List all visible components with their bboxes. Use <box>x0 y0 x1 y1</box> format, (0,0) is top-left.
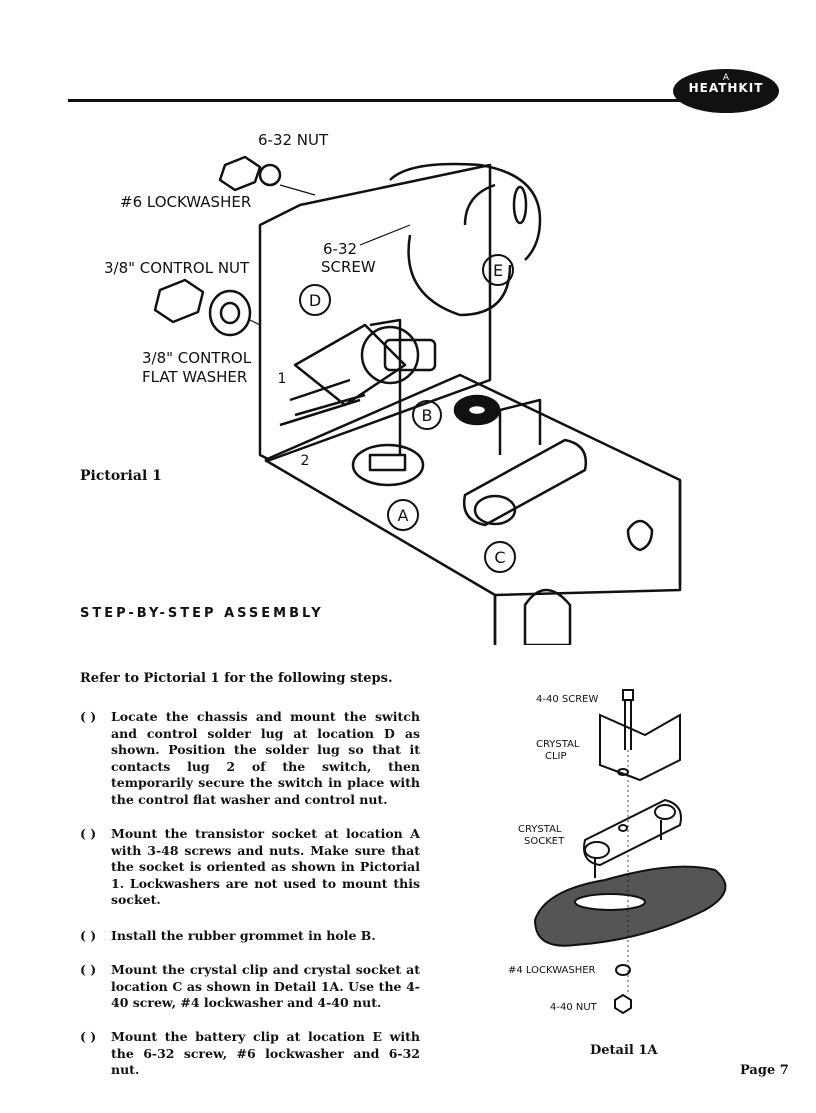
detail-caption: Detail 1A <box>590 1043 658 1058</box>
detail-screw-head <box>622 689 634 701</box>
step-2: ( ) Mount the transistor socket at locat… <box>80 826 420 909</box>
section-intro: Refer to Pictorial 1 for the following s… <box>80 671 393 686</box>
label-6-32-screw-line2: SCREW <box>321 258 376 276</box>
step-1: ( ) Locate the chassis and mount the swi… <box>80 709 420 808</box>
step-4: ( ) Mount the crystal clip and crystal s… <box>80 962 420 1012</box>
detail-lockwasher <box>615 964 631 976</box>
step-4-checkbox[interactable]: ( ) <box>80 962 97 977</box>
detail-label-nut: 4-40 NUT <box>550 1002 597 1013</box>
lug-2-label: 2 <box>301 453 310 469</box>
section-heading: STEP-BY-STEP ASSEMBLY <box>80 606 324 621</box>
step-3-checkbox[interactable]: ( ) <box>80 928 97 943</box>
detail-label-socket-line1: CRYSTAL <box>518 824 562 835</box>
location-b-circle <box>412 400 442 430</box>
switch-body <box>293 323 407 407</box>
step-1-text: Locate the chassis and mount the switch … <box>111 709 420 807</box>
detail-label-socket-line2: SOCKET <box>524 836 565 847</box>
location-a-label: A <box>398 506 409 525</box>
lockwasher-6 <box>258 163 282 187</box>
page-number: Page 7 <box>740 1063 789 1078</box>
label-6-32-screw-line1: 6-32 <box>323 240 358 258</box>
pictorial-1-illustration: D E B A C 1 2 <box>153 155 682 645</box>
step-5-checkbox[interactable]: ( ) <box>80 1029 97 1044</box>
heathkit-logo: A <box>673 69 779 113</box>
switch-shaft <box>360 325 420 385</box>
detail-crystal-socket <box>583 798 682 867</box>
crystal-socket-pictorial <box>462 438 588 527</box>
detail-screw-shaft <box>624 700 632 750</box>
step-5: ( ) Mount the battery clip at location E… <box>80 1029 420 1079</box>
transistor-socket <box>351 443 425 487</box>
front-knockout <box>523 588 572 645</box>
step-3-text: Install the rubber grommet in hole B. <box>111 928 376 943</box>
pictorial-caption: Pictorial 1 <box>80 468 162 484</box>
detail-label-clip-line1: CRYSTAL <box>536 739 580 750</box>
logo-text: HEATHKIT <box>688 81 764 95</box>
location-c-circle <box>484 541 516 573</box>
step-3: ( ) Install the rubber grommet in hole B… <box>80 928 420 945</box>
location-b-label: B <box>422 406 433 425</box>
label-flat-washer-line2: FLAT WASHER <box>142 368 248 386</box>
location-a-circle <box>387 499 419 531</box>
location-c-label: C <box>494 548 505 567</box>
nut-6-32 <box>218 155 262 192</box>
location-e-label: E <box>493 261 503 280</box>
label-6-lockwasher: #6 LOCKWASHER <box>120 193 252 211</box>
side-knockout <box>626 519 654 552</box>
step-4-text: Mount the crystal clip and crystal socke… <box>111 962 420 1010</box>
step-2-checkbox[interactable]: ( ) <box>80 826 97 841</box>
control-nut <box>153 278 205 324</box>
label-control-nut: 3/8" CONTROL NUT <box>104 259 250 277</box>
location-d-circle <box>299 284 331 316</box>
control-flat-washer <box>208 289 252 337</box>
battery-clip <box>389 162 542 261</box>
label-6-32-nut: 6-32 NUT <box>258 131 329 149</box>
detail-label-screw: 4-40 SCREW <box>536 694 599 705</box>
step-5-text: Mount the battery clip at location E wit… <box>111 1029 420 1077</box>
lug-1-label: 1 <box>278 371 287 387</box>
detail-label-lockwasher: #4 LOCKWASHER <box>508 965 596 976</box>
location-e-circle <box>482 254 514 286</box>
label-flat-washer-line1: 3/8" CONTROL <box>142 349 252 367</box>
detail-crystal-clip <box>599 713 681 782</box>
detail-nut <box>614 993 632 1015</box>
location-d-label: D <box>309 291 321 310</box>
detail-label-clip-line2: CLIP <box>545 751 567 762</box>
detail-1a-illustration <box>533 689 727 1015</box>
logo-small-mark: A <box>723 73 730 83</box>
step-1-checkbox[interactable]: ( ) <box>80 709 97 724</box>
header-rule <box>68 99 680 102</box>
step-2-text: Mount the transistor socket at location … <box>111 826 420 907</box>
chassis-back-panel <box>258 163 492 462</box>
